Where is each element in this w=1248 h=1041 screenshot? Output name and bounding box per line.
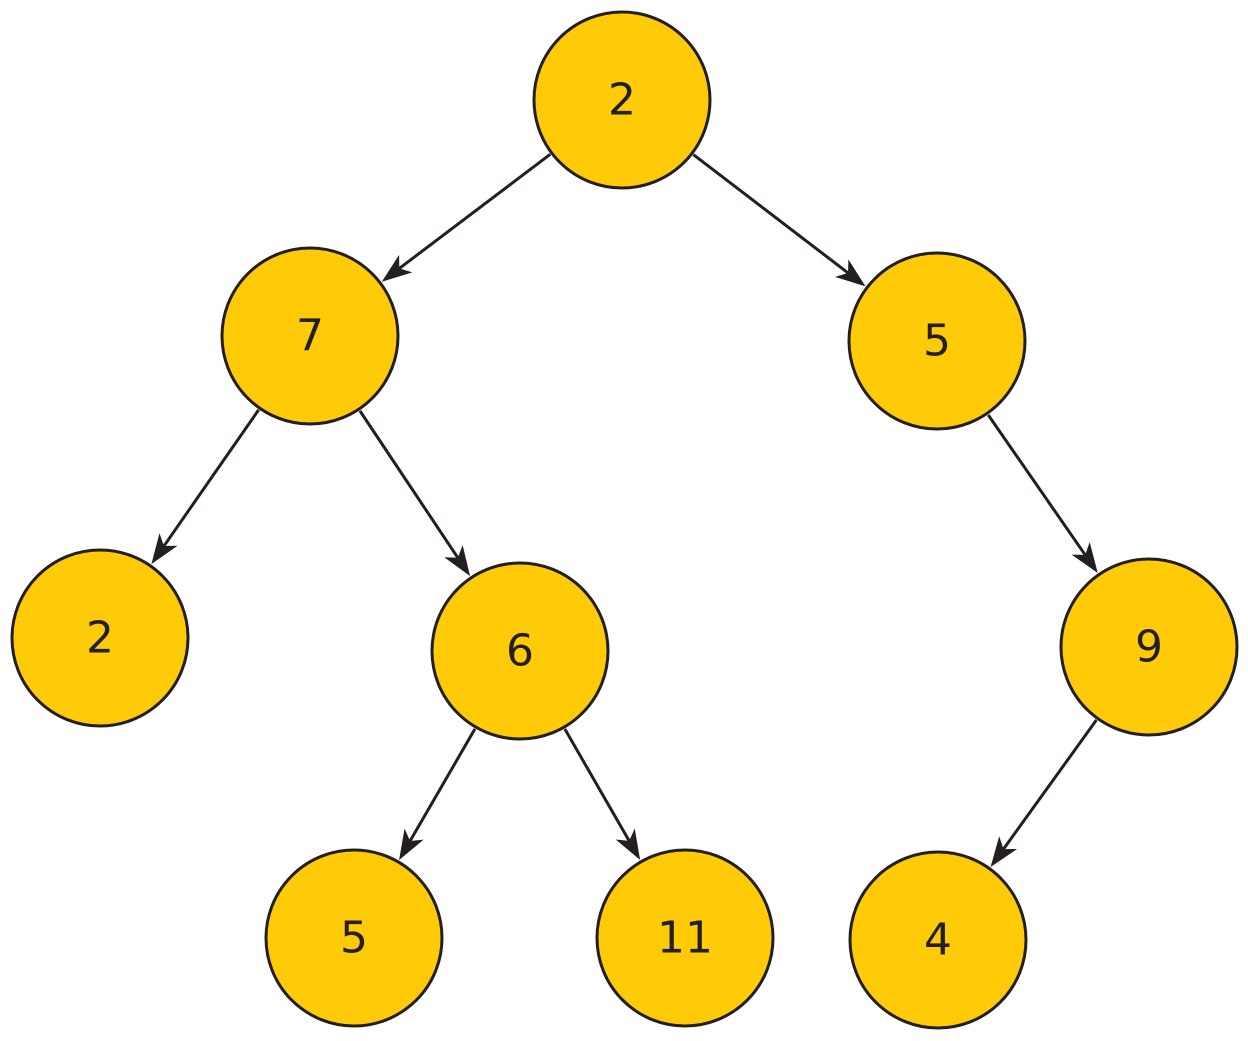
tree-node-right: 5 (847, 251, 1027, 431)
tree-edge-left-right-to-left-right-right (563, 728, 641, 860)
arrowhead-icon (615, 828, 641, 860)
node-circle (264, 848, 444, 1028)
tree-edge-root-to-right (692, 153, 866, 287)
tree-edge-right-right-to-right-right-left (990, 719, 1098, 867)
arrowhead-icon (1071, 542, 1098, 574)
node-circle (430, 561, 610, 741)
node-value-label: 5 (340, 913, 368, 964)
edge-line (162, 409, 260, 547)
node-circle (847, 251, 1027, 431)
edge-line (408, 728, 477, 842)
tree-node-left-right-right: 11 (595, 848, 775, 1028)
tree-node-right-right: 9 (1059, 557, 1239, 737)
node-value-label: 4 (924, 915, 952, 966)
edge-line (398, 153, 552, 270)
node-circle (848, 850, 1028, 1030)
arrowhead-icon (835, 259, 866, 287)
arrowhead-icon (151, 533, 178, 565)
node-value-label: 5 (923, 316, 951, 367)
tree-node-left-right: 6 (430, 561, 610, 741)
tree-node-left-left: 2 (10, 548, 190, 728)
node-circle (595, 848, 775, 1028)
edge-line (358, 410, 460, 559)
edge-line (1002, 719, 1098, 850)
node-circle (1059, 557, 1239, 737)
arrowhead-icon (381, 254, 413, 282)
node-circle (532, 10, 712, 190)
node-circle (10, 548, 190, 728)
tree-edge-root-to-left (381, 153, 552, 282)
edge-line (692, 153, 849, 275)
tree-node-root: 2 (532, 10, 712, 190)
tree-edge-left-right-to-left-right-left (399, 728, 477, 861)
tree-node-right-right-left: 4 (848, 850, 1028, 1030)
node-circle (220, 246, 400, 426)
tree-nodes: 2 7 5 2 6 9 5 11 4 (10, 10, 1239, 1030)
node-value-label: 6 (506, 626, 534, 677)
tree-edge-left-to-left-left (151, 409, 260, 565)
edge-line (987, 414, 1087, 556)
node-value-label: 2 (86, 613, 114, 664)
arrowhead-icon (444, 545, 471, 577)
arrowhead-icon (399, 828, 424, 861)
node-value-label: 7 (296, 311, 324, 362)
tree-edge-left-to-left-right (358, 410, 471, 577)
edge-line (563, 728, 631, 842)
tree-node-left-right-left: 5 (264, 848, 444, 1028)
tree-node-left: 7 (220, 246, 400, 426)
arrowhead-icon (990, 836, 1018, 867)
node-value-label: 2 (608, 75, 636, 126)
node-value-label: 9 (1135, 622, 1163, 673)
tree-edge-right-to-right-right (987, 414, 1098, 574)
tree-edges (151, 153, 1098, 867)
node-value-label: 11 (657, 913, 713, 964)
